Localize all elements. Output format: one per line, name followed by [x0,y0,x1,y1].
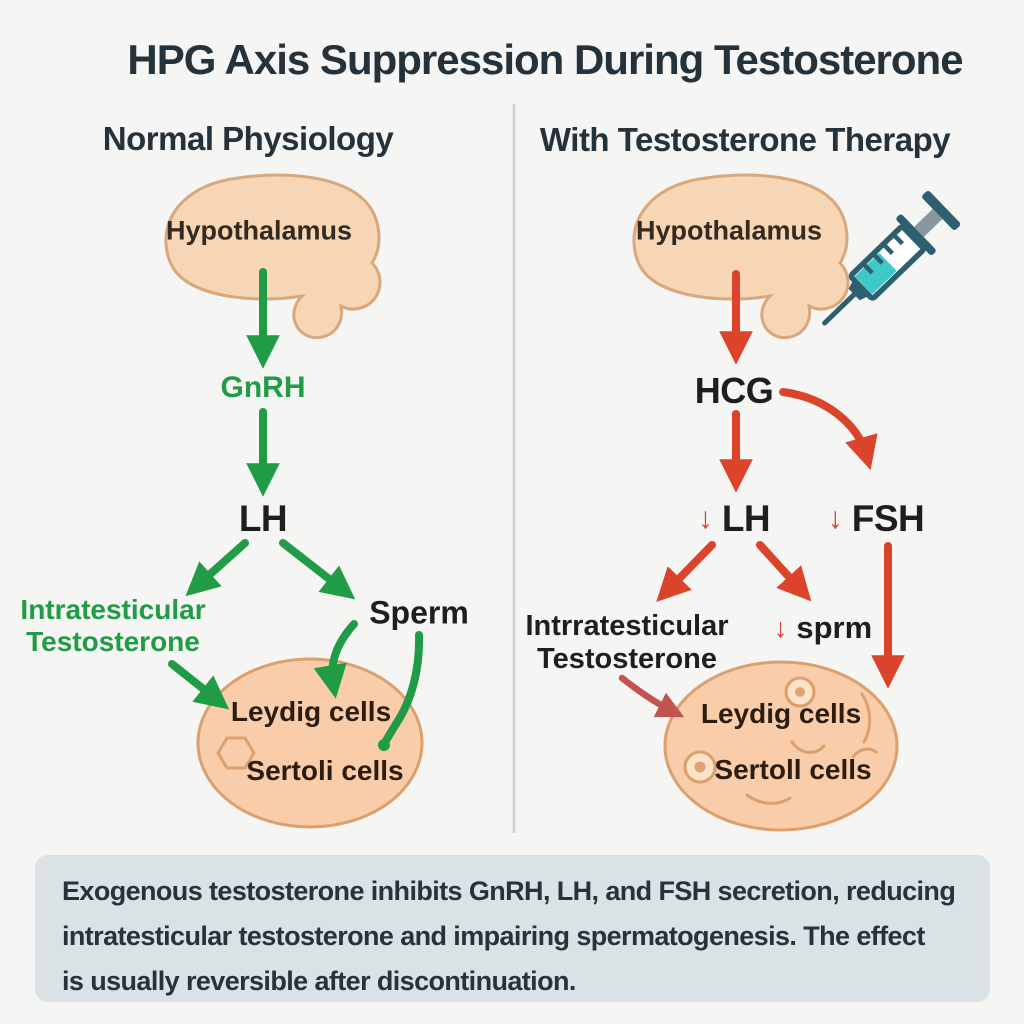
hypothalamus-shape-left [164,173,382,340]
crescent-icon [790,740,826,754]
intratesticular-line2: Testosterone [537,643,717,675]
sertoli-cells-label-right: Sertoll cells [714,754,872,785]
syringe-icon [822,190,961,326]
suppression-arrows [656,270,905,689]
lh-to-sperm-arrow [279,539,356,600]
sperm-head-icon [378,739,390,751]
cell-nucleus-icon [694,761,706,773]
testis-shape-left [196,657,424,829]
intratesticular-line1: Intratesticular [20,594,206,625]
decreased-lh-label: ↓ LH [697,498,771,540]
cell-nucleus-icon [795,687,805,697]
seminiferous-tubule-icon [216,736,256,770]
hcg-to-fsh-arrow [779,388,878,471]
hypothalamus-shape-right [632,173,850,340]
stimulation-arrows [168,268,424,751]
syringe-graduations [861,232,905,275]
syringe-flange [896,214,936,256]
leydig-cells-label-left: Leydig cells [230,696,392,727]
caption-line-1: Exogenous testosterone inhibits GnRH, LH… [62,876,956,906]
syringe-liquid [854,252,897,295]
hypothalamus-label-left: Hypothalamus [165,215,353,246]
testosterone-to-testis-arrow-right [618,674,685,718]
lh-label-right: LH [721,498,771,539]
sertoli-cells-label-left: Sertoli cells [246,755,404,786]
gnrh-label: GnRH [220,371,306,404]
lh-to-sperm-arrow-right [756,541,812,602]
syringe-needle [822,289,860,326]
leydig-cells-label-right: Leydig cells [700,698,862,729]
sperm-label-left: Sperm [369,594,469,631]
caption-line-3: is usually reversible after discontinuat… [62,966,576,996]
down-arrow-icon: ↓ [773,612,788,643]
intratesticular-line2: Testosterone [26,626,200,657]
syringe-plunger-rod [914,208,943,238]
lh-to-testosterone-arrow-right [656,541,716,603]
lh-label-left: LH [238,498,288,539]
lh-to-testosterone-arrow [185,539,249,597]
crescent-icon [860,692,872,744]
crescent-icon [745,793,792,805]
down-arrow-icon: ↓ [697,502,713,535]
right-panel-heading: With Testosterone Therapy [539,121,951,158]
hypothalamus-label-right: Hypothalamus [635,215,823,246]
sperm-tail-curve [380,631,424,748]
hcg-label: HCG [694,370,774,411]
down-arrow-icon: ↓ [827,502,843,535]
decreased-fsh-label: ↓ FSH [828,498,925,540]
testis-shape-right [663,660,899,832]
caption-box: Exogenous testosterone inhibits GnRH, LH… [35,855,990,1002]
caption-line-2: intratesticular testosterone and impairi… [62,921,925,951]
fsh-label: FSH [851,498,925,539]
sperm-label-right: sprm [796,610,873,645]
page-title: HPG Axis Suppression During Testosterone [127,36,963,83]
testosterone-to-leydig-arrow [168,660,230,710]
syringe-plunger-handle [922,190,961,230]
intratesticular-testosterone-label-left: Intratesticular Testosterone [20,594,205,658]
intratesticular-line1: Intrratesticular [525,610,729,642]
crescent-icon [851,747,878,759]
decreased-sperm-label: ↓ sprm [774,610,872,646]
sperm-to-leydig-arrow [313,620,358,699]
intratesticular-testosterone-label-right: Intrratesticular Testosterone [525,610,728,676]
left-panel-heading: Normal Physiology [102,120,394,157]
testis-cell-decorations [683,676,878,805]
